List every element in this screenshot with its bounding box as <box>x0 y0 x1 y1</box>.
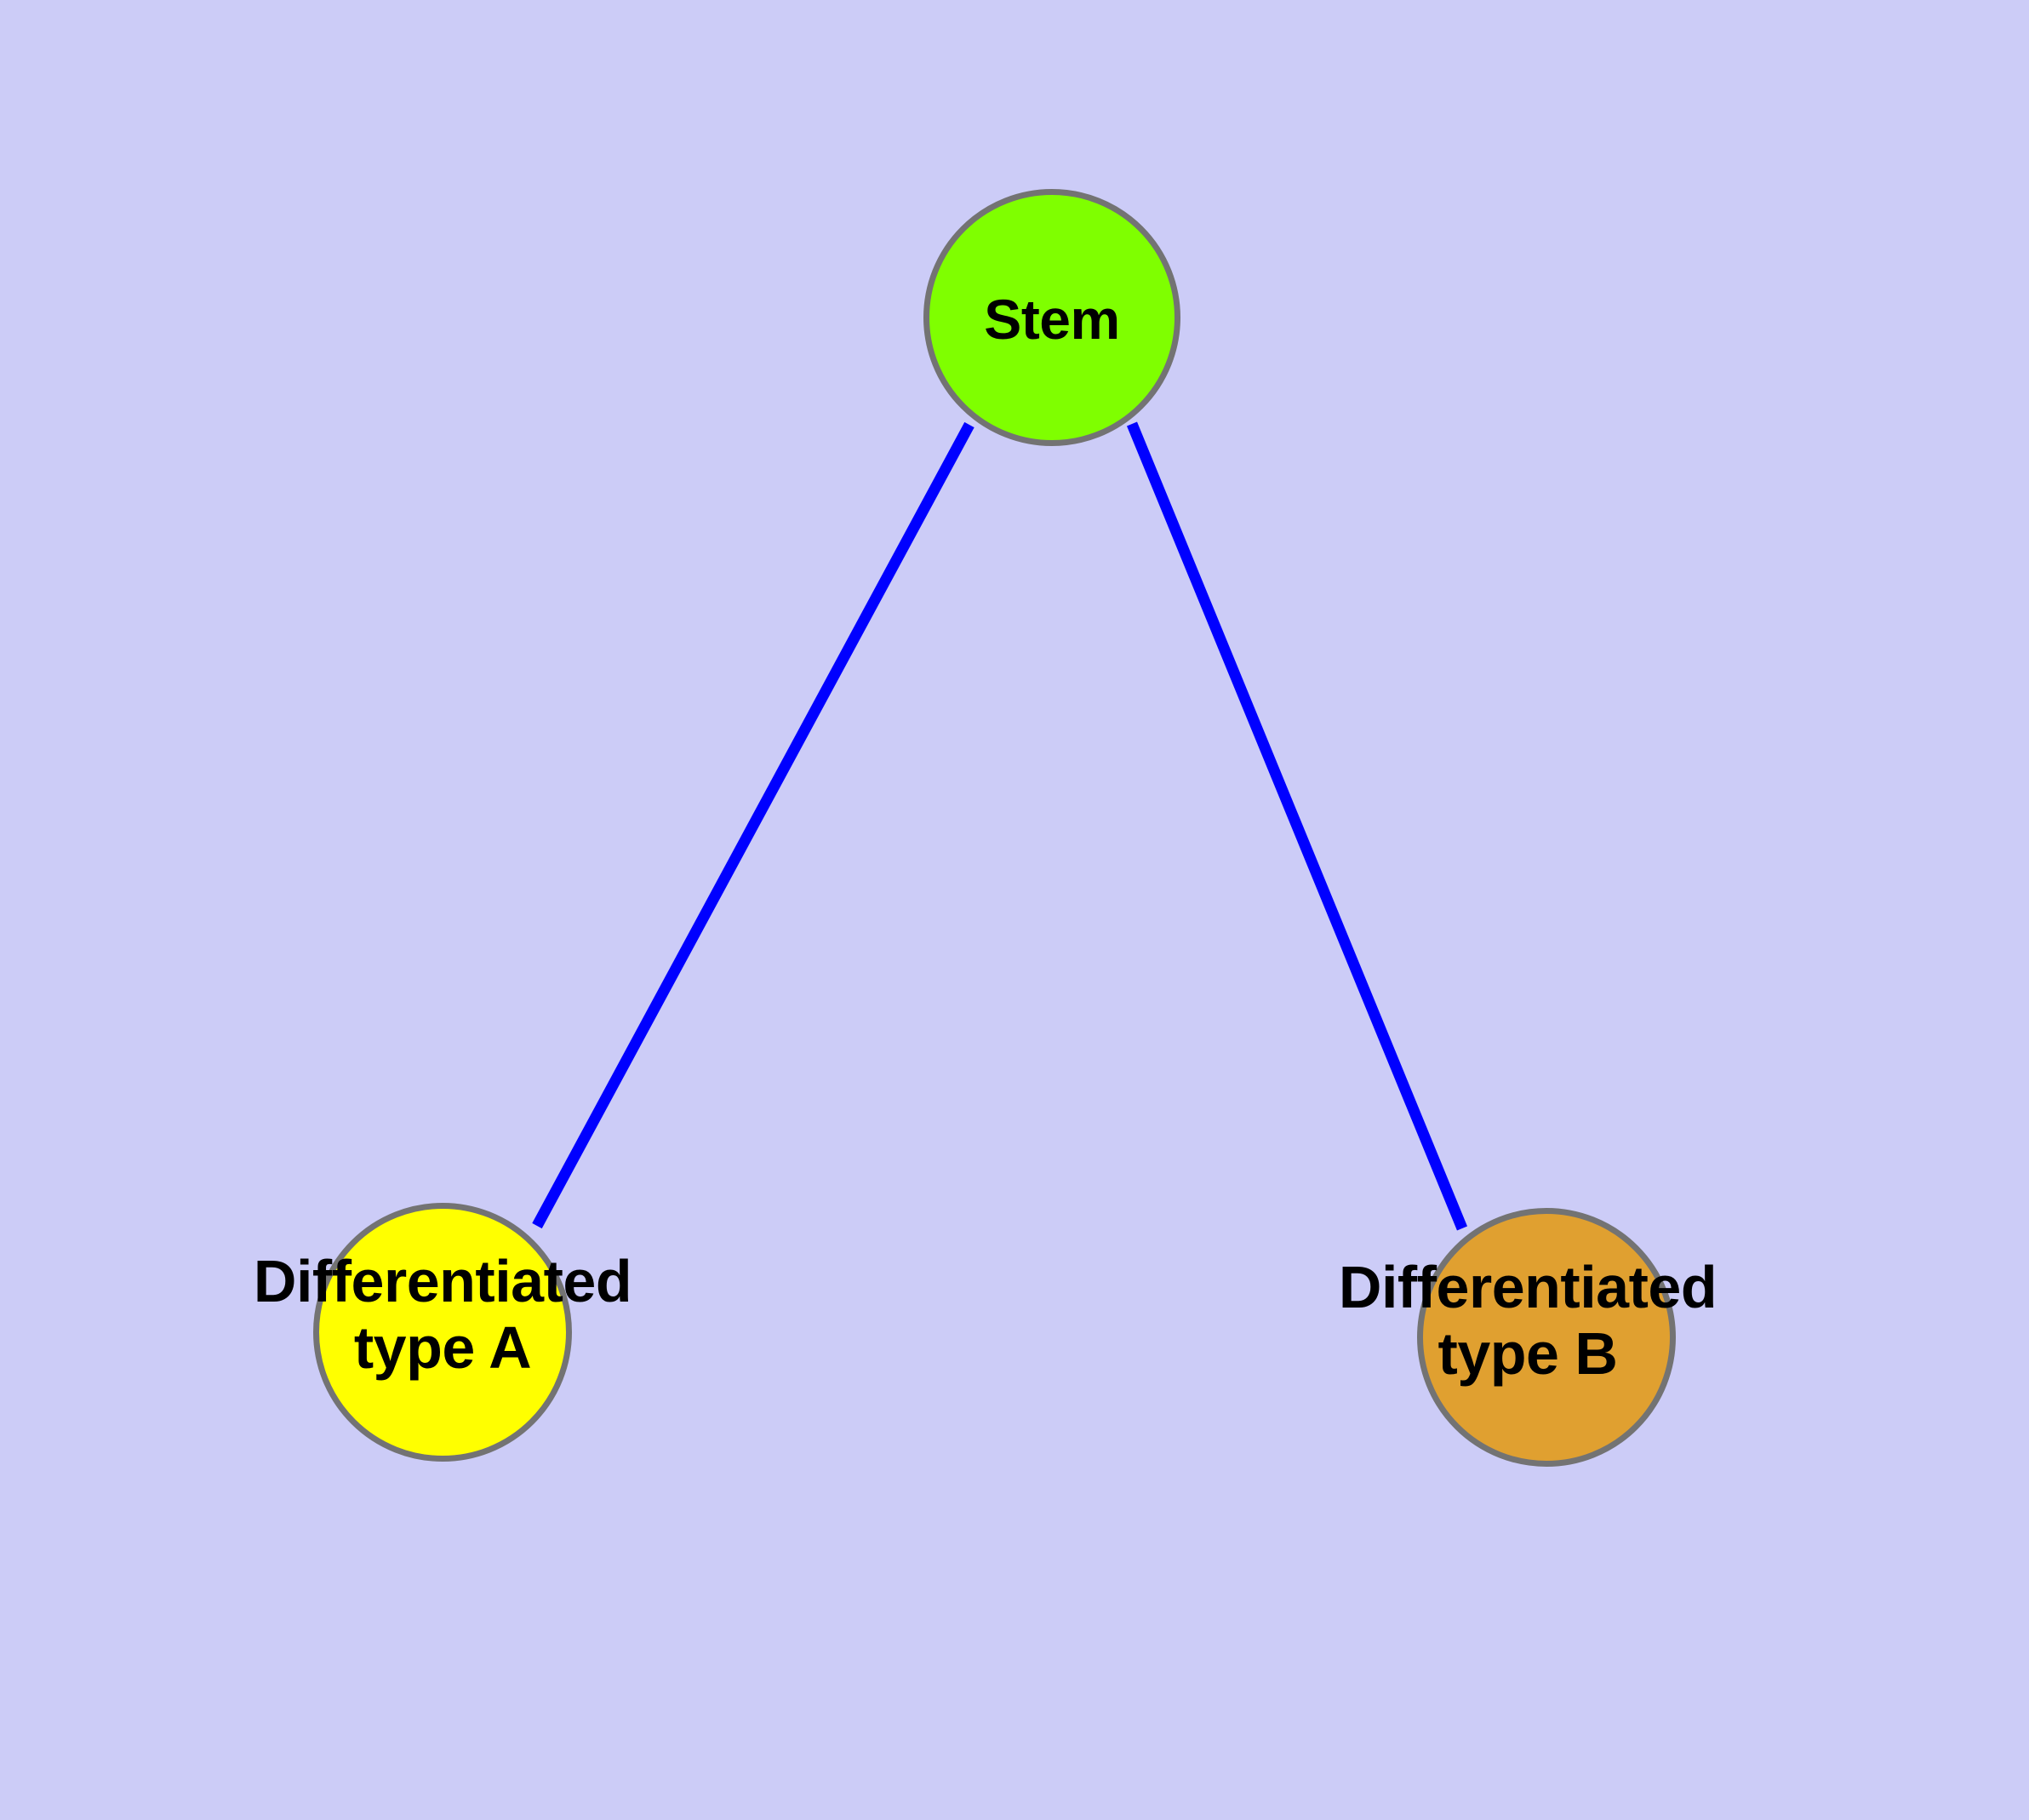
node-differentiated-type-b[interactable] <box>1417 1208 1676 1467</box>
edge-stem-to-differentiated-b <box>1126 421 1468 1231</box>
node-differentiated-type-a[interactable] <box>313 1203 572 1462</box>
node-stem[interactable] <box>923 189 1180 446</box>
edge-stem-to-differentiated-a <box>532 421 974 1229</box>
node-differentiated-type-a-label: Differentiated type A <box>253 1248 632 1382</box>
node-stem-label: Stem <box>984 288 1120 351</box>
node-differentiated-type-b-label: Differentiated type B <box>1338 1254 1718 1388</box>
